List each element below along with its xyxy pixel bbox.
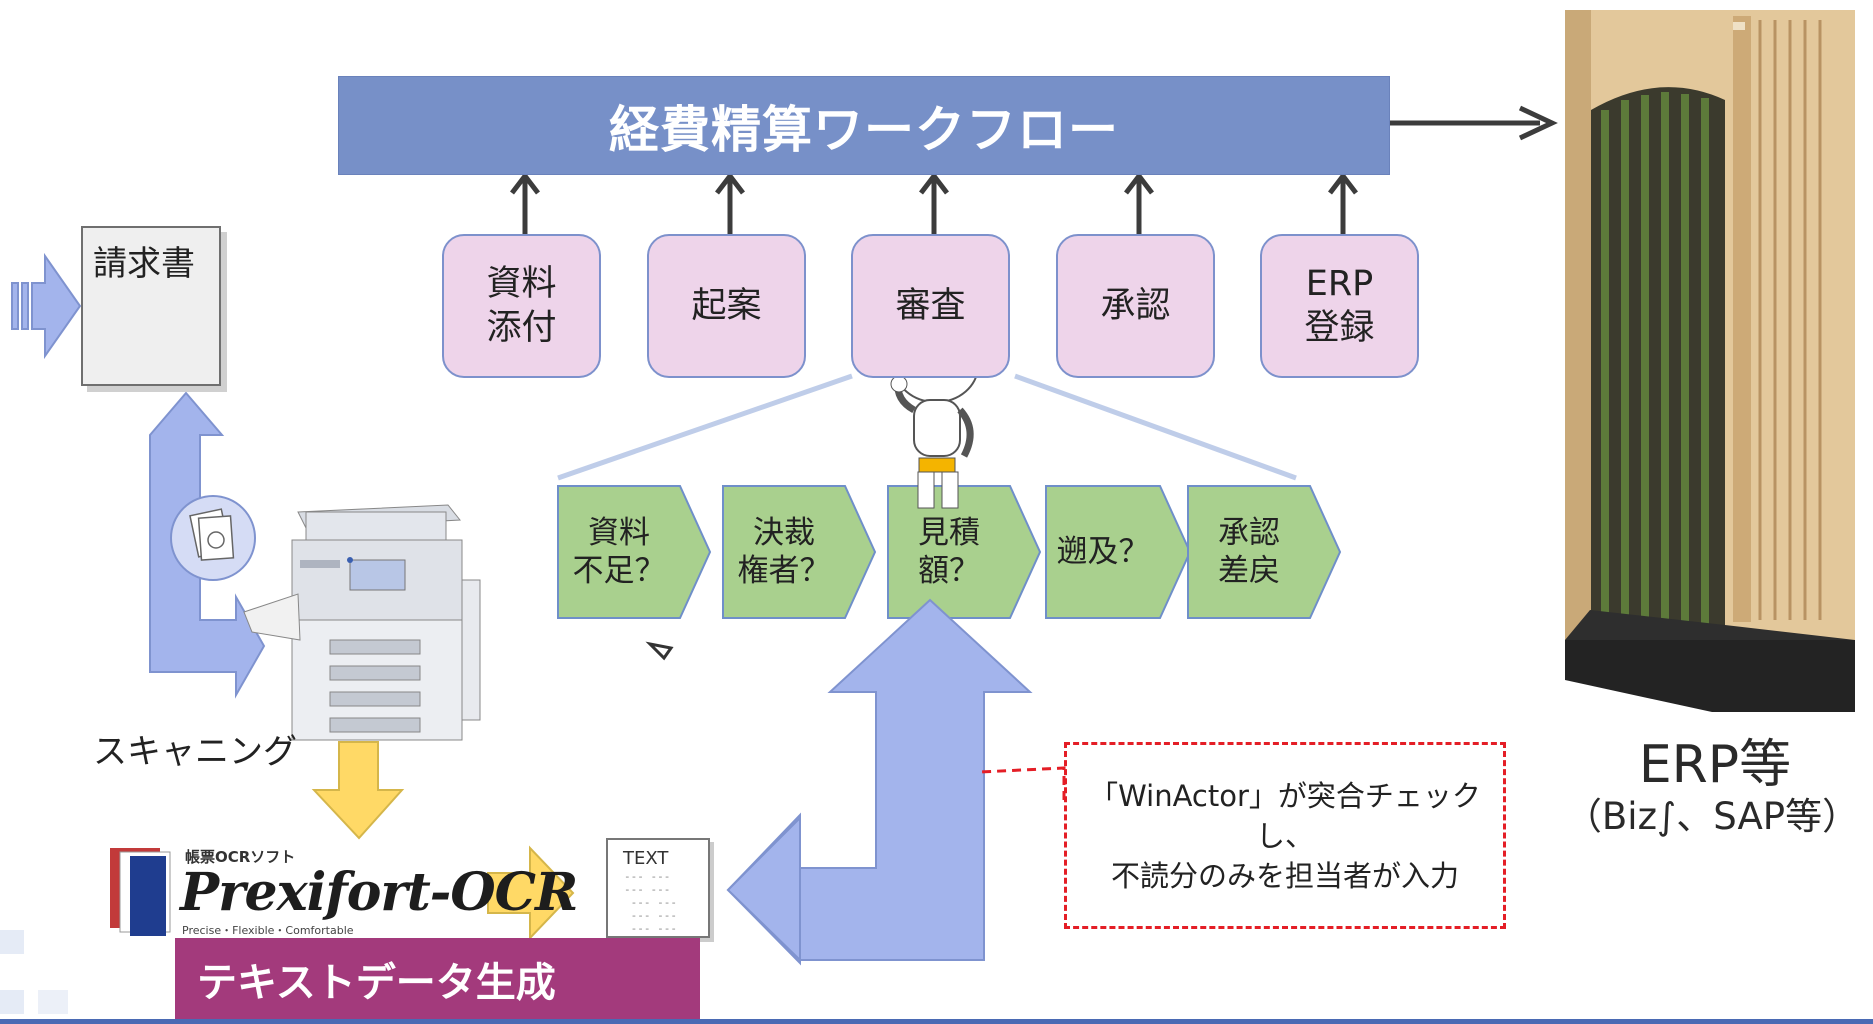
- check-chevrons: [557, 485, 1342, 619]
- ocr-product-name: Prexifort-OCR: [180, 862, 578, 923]
- step-up-arrows: [510, 171, 1358, 234]
- yellow-arrow-right: [487, 845, 575, 941]
- invoice-label: 請求書: [93, 244, 195, 284]
- check-approval-rejection: 承認 差戻: [1218, 515, 1280, 589]
- text-generation-banner: テキストデータ生成: [175, 938, 700, 1020]
- check-approver-authority: 決裁 権者？: [737, 515, 831, 589]
- step-review[interactable]: 審査: [851, 234, 1010, 378]
- decorative-squares: [0, 930, 68, 1014]
- ocr-tagline: Precise・Flexible・Comfortable: [182, 924, 354, 937]
- step-erp-registration[interactable]: ERP 登録: [1260, 234, 1419, 378]
- ocr-category-label: 帳票OCRソフト: [185, 848, 296, 866]
- ocr-logo-icon: [110, 848, 171, 936]
- workflow-title: 経費精算ワークフロー: [338, 76, 1390, 175]
- yellow-arrow-down: [311, 741, 405, 840]
- text-file-label: TEXT: [623, 848, 669, 869]
- bottom-divider: [0, 1019, 1873, 1024]
- arrow-to-erp: [1388, 105, 1558, 141]
- step-draft[interactable]: 起案: [647, 234, 806, 378]
- step-attach-documents[interactable]: 資料 添付: [442, 234, 601, 378]
- callout-connector: [979, 766, 1066, 800]
- winactor-callout: 「WinActor」が突合チェックし、 不読分のみを担当者が入力: [1064, 742, 1506, 929]
- scanner-illustration: [243, 504, 481, 741]
- paper-icon: [170, 495, 256, 581]
- input-arrow-icon: [11, 252, 82, 360]
- step-approval[interactable]: 承認: [1056, 234, 1215, 378]
- invoice-document: [81, 226, 221, 386]
- check-estimate-amount: 見積 額？: [918, 515, 980, 589]
- small-marker-icon: [645, 641, 674, 661]
- text-file-icon: [606, 838, 710, 938]
- scan-l-arrow: [149, 391, 266, 699]
- erp-server-illustration: [1565, 10, 1855, 712]
- check-missing-documents: 資料 不足？: [572, 515, 666, 589]
- erp-label: ERP等: [1638, 735, 1792, 795]
- zoom-lines: [557, 373, 1297, 481]
- erp-sub-label: （Biz∫、SAP等）: [1564, 795, 1860, 838]
- scanning-label: スキャニング: [93, 732, 297, 772]
- text-file-lines: --- --- --- --- --- --- --- --- --- ---: [624, 870, 677, 935]
- check-retroactive: 遡及？: [1056, 534, 1150, 570]
